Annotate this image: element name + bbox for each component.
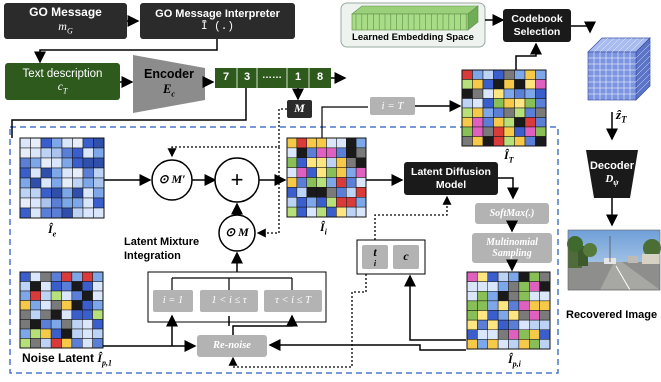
recovered-image-label: Recovered Image — [566, 309, 658, 321]
condition-i-tau — [200, 290, 258, 312]
learned-embedding-label: Learned Embedding Space — [352, 32, 474, 43]
encoder-shape — [133, 55, 205, 113]
c-box — [393, 245, 419, 269]
interpreter-box — [140, 3, 295, 39]
latent-grid-i-e — [19, 137, 105, 219]
text-description-symbol: cT — [57, 80, 68, 96]
z-t-label: ẑT — [616, 107, 627, 125]
plus-label: + — [230, 167, 244, 193]
go-message-box — [4, 3, 127, 39]
encoder-label: Encoder Ec — [133, 63, 205, 103]
multinomial-box — [472, 233, 552, 263]
noise-latent-symbol: Îp,1 — [97, 351, 113, 368]
latent-diffusion-text: Latent Diffusion Model — [411, 166, 491, 191]
text-description-label: Text description cT — [5, 63, 120, 100]
decoder-label: Decoder Dψ — [586, 152, 638, 196]
renoise-label: Re-noise — [213, 339, 251, 351]
condition-tau-i-t-label: τ < i ≤ T — [275, 294, 311, 306]
token-4: 8 — [316, 71, 324, 83]
latent-diffusion-label: Latent Diffusion Model — [404, 162, 498, 195]
token-ellipsis: …… — [262, 70, 282, 81]
token-1: 7 — [222, 71, 230, 83]
encoder-symbol: Ec — [163, 81, 175, 99]
m-prime-label: ⊙ M′ — [158, 172, 186, 187]
text-description-box — [5, 63, 120, 100]
renoise-box — [197, 335, 267, 357]
codebook-selection-text: Codebook Selection — [511, 13, 563, 38]
condition-i-1-label: i = 1 — [162, 294, 184, 306]
latent-grid-i-p-i — [466, 271, 551, 350]
latent-grid-i-t — [461, 69, 547, 147]
token-2: 3 — [243, 71, 251, 83]
latent-grid-i-i — [286, 137, 367, 218]
interpreter-symbol: Ĩ (.) — [200, 21, 234, 33]
codebook-selection-box[interactable] — [503, 9, 571, 42]
token-strip — [215, 68, 331, 88]
decoder-title: Decoder — [589, 160, 635, 173]
noise-latent-label: Noise Latent Îp,1 — [22, 351, 112, 367]
i-i-label: Îi — [320, 220, 327, 237]
latent-mixture-text: Latent Mixture Integration — [124, 236, 200, 263]
noise-latent-text: Noise Latent — [22, 351, 95, 365]
mask-box — [287, 100, 312, 118]
text-description-title: Text description — [22, 67, 103, 80]
i-equals-t-box — [370, 97, 415, 115]
condition-tau-i-t — [264, 290, 322, 312]
condition-i-tau-label: 1 < i ≤ τ — [211, 294, 247, 306]
learned-embedding-space-box — [340, 2, 486, 48]
go-message-label: GO Message mG — [4, 4, 127, 38]
multinomial-label: Multinomial Sampling — [472, 233, 552, 263]
interpreter-label: GO Message Interpreter Ĩ (.) — [140, 4, 295, 38]
decoder-shape — [586, 150, 638, 198]
recovered-image — [567, 229, 661, 291]
i-equals-t-label: i = T — [381, 99, 404, 112]
go-message-symbol: mG — [58, 19, 73, 36]
c-label: c — [403, 249, 409, 264]
i-e-label: Îe — [48, 222, 57, 239]
latent-cube — [587, 37, 651, 101]
go-message-title: GO Message — [29, 5, 102, 20]
i-p-i-label: Îp,i — [508, 352, 521, 369]
latent-mixture-label: Latent Mixture Integration — [124, 235, 224, 264]
codebook-selection-label: Codebook Selection — [503, 9, 571, 42]
multinomial-text: Multinomial Sampling — [486, 236, 538, 260]
softmax-label: SoftMax(.) — [489, 207, 535, 219]
interpreter-title: GO Message Interpreter — [155, 8, 280, 21]
t-i-box — [362, 245, 388, 269]
latent-diffusion-box[interactable] — [404, 162, 498, 195]
noise-latent-grid — [19, 271, 104, 349]
decoder-symbol: Dψ — [605, 173, 619, 188]
latent-process-region — [9, 126, 559, 374]
token-3: 1 — [294, 71, 302, 83]
encoder-title: Encoder — [143, 67, 194, 82]
softmax-box — [475, 203, 549, 224]
i-t-label: ÎT — [504, 148, 514, 165]
mask-label: M — [294, 101, 305, 116]
m-op-label: ⊙ M — [225, 225, 249, 240]
condition-i-1 — [153, 290, 193, 312]
